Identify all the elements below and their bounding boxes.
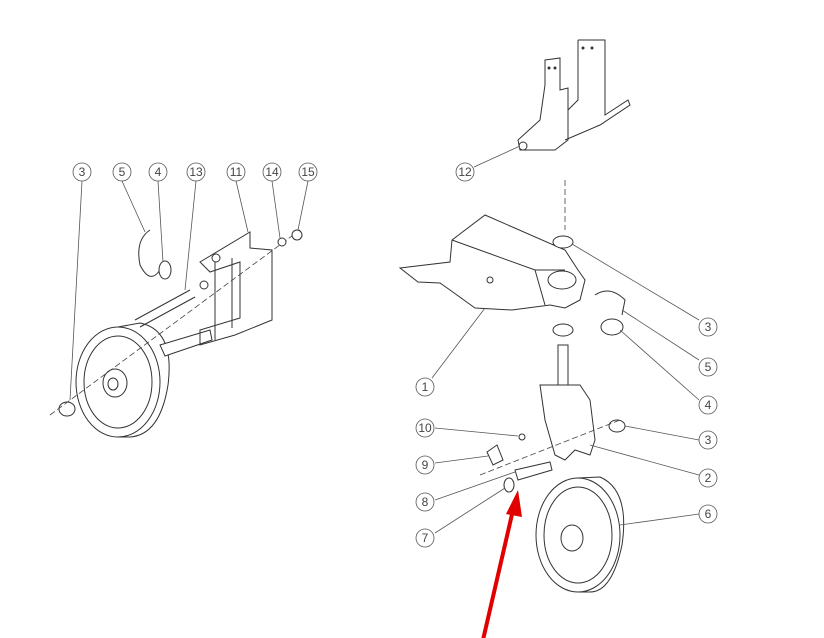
svg-text:2: 2 [705, 471, 712, 485]
svg-text:13: 13 [189, 165, 203, 179]
callout-right-7: 7 [415, 528, 435, 548]
right-pin-5 [594, 290, 626, 316]
svg-text:14: 14 [265, 165, 279, 179]
svg-text:8: 8 [422, 495, 429, 509]
callout-right-1: 1 [415, 377, 435, 397]
callout-left-5: 5 [112, 162, 132, 182]
callout-left-14: 14 [262, 162, 282, 182]
callout-left-15: 15 [298, 162, 318, 182]
svg-text:9: 9 [422, 458, 429, 472]
callout-right-2: 2 [698, 468, 718, 488]
svg-text:12: 12 [458, 165, 472, 179]
callout-right-10: 10 [415, 418, 435, 438]
callout-right-3-top: 3 [698, 317, 718, 337]
callout-right-9: 9 [415, 455, 435, 475]
callout-right-8: 8 [415, 492, 435, 512]
top-bracket-12 [517, 39, 631, 230]
callout-left-13: 13 [186, 162, 206, 182]
callout-left-4: 4 [148, 162, 168, 182]
leader-lines [69, 145, 700, 534]
right-caster-assembly [398, 214, 626, 593]
svg-text:10: 10 [418, 421, 432, 435]
callout-right-5: 5 [698, 357, 718, 377]
callout-right-3-bottom: 3 [698, 430, 718, 450]
svg-text:4: 4 [155, 165, 162, 179]
fork-2 [539, 384, 596, 461]
svg-text:3: 3 [79, 165, 86, 179]
svg-text:3: 3 [705, 433, 712, 447]
svg-text:5: 5 [119, 165, 126, 179]
red-annotation-arrow [481, 490, 522, 638]
callout-right-6: 6 [698, 504, 718, 524]
axle-8 [514, 461, 553, 481]
callout-left-11: 11 [226, 162, 246, 182]
right-washer-3-top [552, 235, 574, 249]
left-knob-4 [158, 260, 172, 280]
svg-text:6: 6 [705, 507, 712, 521]
svg-text:15: 15 [301, 165, 315, 179]
right-knob-4 [600, 318, 624, 336]
svg-text:11: 11 [230, 165, 243, 179]
left-washer-3 [58, 401, 76, 417]
knob-9 [486, 444, 504, 466]
svg-text:3: 3 [705, 320, 712, 334]
callout-left-3: 3 [72, 162, 92, 182]
left-bracket-11 [199, 231, 273, 346]
svg-text:5: 5 [705, 360, 712, 374]
svg-text:7: 7 [422, 531, 429, 545]
callout-12: 12 [455, 162, 475, 182]
left-pin-5 [138, 229, 161, 277]
left-bolt-13 [134, 289, 196, 328]
svg-text:4: 4 [705, 398, 712, 412]
left-wheel-assembly [49, 229, 303, 438]
right-mount-1 [398, 214, 586, 311]
svg-text:1: 1 [422, 380, 429, 394]
callout-right-4: 4 [698, 395, 718, 415]
